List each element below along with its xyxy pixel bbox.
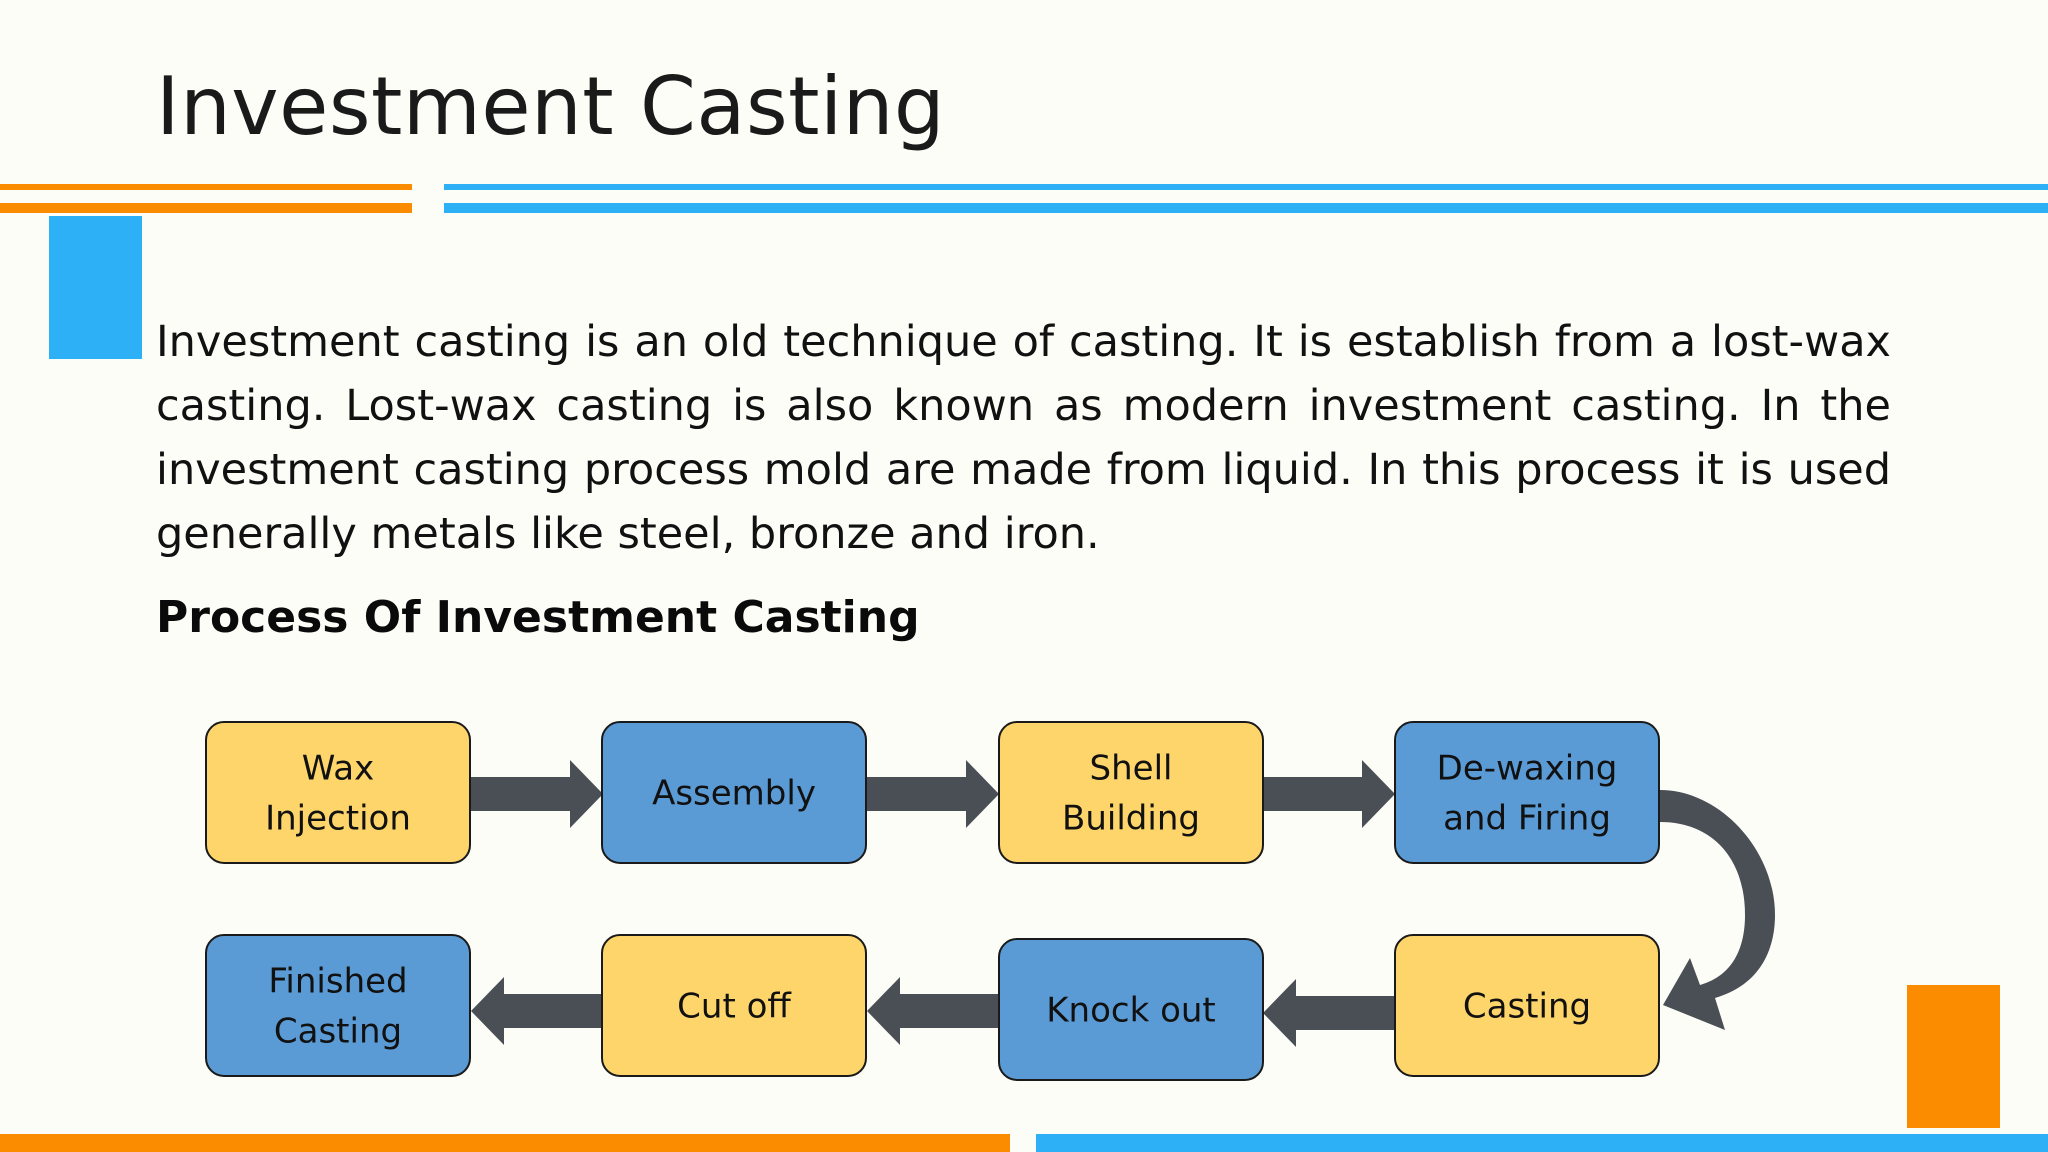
process-step-label: Finished <box>268 962 407 1002</box>
process-step-label: Shell <box>1090 749 1173 789</box>
process-step-box <box>998 721 1264 864</box>
arrow-curved-dewaxing-to-casting <box>1660 790 1775 1030</box>
process-step-casting: Casting <box>1394 934 1660 1077</box>
flow-arrows <box>470 760 1775 1047</box>
footer-rule-orange <box>0 1134 1010 1152</box>
process-heading: Process Of Investment Casting <box>156 592 920 643</box>
process-step-label: De-waxing <box>1437 749 1618 789</box>
process-step-de-waxing-and-firing: De-waxing and Firing <box>1394 721 1660 864</box>
process-step-box <box>205 934 471 1077</box>
process-step-label: Building <box>1062 799 1200 839</box>
arrow-wax-to-assembly <box>470 760 603 828</box>
process-step-box <box>1394 721 1660 864</box>
intro-paragraph: Investment casting is an old technique o… <box>156 317 1891 559</box>
process-step-box <box>1394 934 1660 1077</box>
header-rule-orange <box>0 203 412 213</box>
process-step-box <box>998 938 1264 1081</box>
header-rule-blue <box>444 203 2048 213</box>
process-step-label: Cut off <box>677 987 792 1027</box>
process-step-label: Casting <box>1463 987 1591 1027</box>
process-step-cut-off: Cut off <box>601 934 867 1077</box>
arrow-casting-to-knockout <box>1263 979 1396 1047</box>
arrow-cutoff-to-finished <box>471 977 604 1045</box>
process-step-box <box>601 934 867 1077</box>
process-step-label: Knock out <box>1046 991 1216 1031</box>
process-step-box <box>601 721 867 864</box>
arrow-assembly-to-shell <box>866 760 999 828</box>
process-step-assembly: Assembly <box>601 721 867 864</box>
decorative-orange-block <box>1907 985 2000 1128</box>
process-step-label: Casting <box>274 1012 402 1052</box>
footer-rule-blue <box>1036 1134 2048 1152</box>
process-step-label: Wax <box>302 749 374 789</box>
process-step-label: and Firing <box>1443 799 1611 839</box>
process-step-box <box>205 721 471 864</box>
header-rule-orange-thin <box>0 184 412 190</box>
process-step-label: Injection <box>265 799 411 839</box>
process-step-knock-out: Knock out <box>998 938 1264 1081</box>
arrow-knockout-to-cutoff <box>867 977 1000 1045</box>
decorative-blue-block <box>49 216 142 359</box>
process-step-label: Assembly <box>652 774 816 814</box>
arrow-shell-to-dewaxing <box>1262 760 1395 828</box>
slide-title: Investment Casting <box>156 60 946 153</box>
header-rule-blue-thin <box>444 184 2048 190</box>
